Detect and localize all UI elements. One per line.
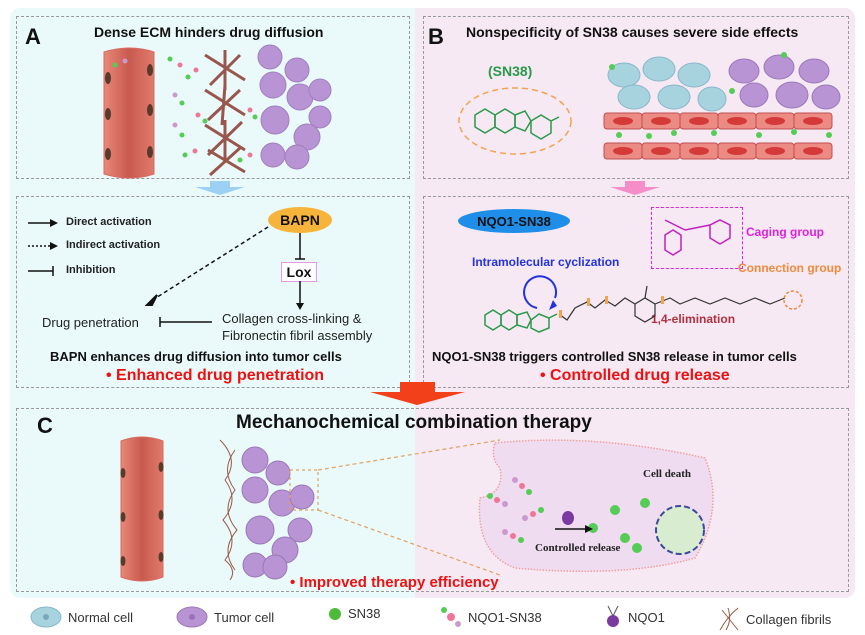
panel-b-result: • Controlled drug release (540, 367, 730, 384)
connection-group-label: Connection group (738, 261, 842, 275)
panel-a-label: A (25, 24, 41, 49)
nqo1-sn38-particles (112, 56, 258, 163)
legend-nqo1-sn38: NQO1-SN38 (440, 606, 542, 628)
down-arrow-blue (195, 181, 245, 195)
blood-vessel-illustration-c (120, 436, 164, 582)
caging-group-box (651, 207, 743, 269)
nqo1-sn38-badge-label: NQO1-SN38 (477, 213, 551, 229)
lox-activates-collagen-arrow (296, 281, 304, 310)
combination-arrow-red (370, 382, 465, 405)
legend-label: SN38 (348, 606, 381, 621)
panel-c-title: Mechanochemical combination therapy (236, 412, 592, 433)
collagen-inhibits-penetration-line (159, 317, 212, 327)
zoom-projection-lines (289, 439, 501, 576)
panel-b-top-frame (423, 16, 849, 179)
drug-penetration-node: Drug penetration (42, 315, 139, 330)
cyclization-label: Intramolecular cyclization (472, 255, 620, 269)
tumor-cells-cluster-c (241, 446, 315, 580)
panel-c-label: C (37, 413, 53, 438)
caging-group-label: Caging group (746, 225, 824, 239)
panel-a-title: Dense ECM hinders drug diffusion (94, 24, 324, 40)
lox-label: Lox (286, 264, 312, 280)
nqo1-sn38-badge: NQO1-SN38 (458, 209, 570, 233)
bapn-indirect-drug-penetration-arrow (144, 226, 269, 306)
panel-a-c-background (10, 8, 415, 598)
bapn-node: BAPN (268, 207, 332, 233)
nqo1-sn38-prodrug-structure (484, 275, 803, 333)
inhibition-line-icon (28, 266, 54, 276)
panel-a-top-frame (16, 16, 410, 179)
nqo1-icon (607, 605, 619, 627)
sn38-icon (329, 607, 341, 620)
panel-b-title: Nonspecificity of SN38 causes severe sid… (466, 24, 799, 40)
legend-collagen-fibrils: Collagen fibrils (718, 606, 831, 632)
loosened-collagen-fibrils (219, 439, 238, 581)
blood-vessel-illustration (103, 47, 155, 179)
nqo1-sn38-icon (441, 607, 461, 627)
dense-ecm-collagen-illustration (204, 50, 246, 177)
controlled-release-label: Controlled release (535, 542, 621, 554)
panel-b-label: B (428, 24, 444, 49)
fibronectin-assembly-node: Fibronectin fibril assembly (222, 328, 373, 343)
panel-a-mechanism-frame (16, 196, 410, 388)
legend-label: Collagen fibrils (746, 611, 832, 627)
panel-a-result: • Enhanced drug penetration (106, 367, 325, 384)
caging-group-structure (664, 219, 731, 256)
tumor-cells-cluster (257, 44, 332, 170)
collagen-fibrils-icon (719, 607, 739, 631)
legend-normal-cell: Normal cell (30, 606, 133, 628)
legend-tumor-cell: Tumor cell (176, 606, 274, 628)
bapn-label: BAPN (280, 212, 320, 228)
panel-b-mechanism-frame (423, 196, 849, 388)
legend-indirect-activation: Indirect activation (66, 239, 161, 251)
lox-node: Lox (281, 262, 317, 282)
elimination-label: 1,4-elimination (651, 312, 736, 326)
down-arrow-pink (610, 181, 660, 195)
legend-label: NQO1-SN38 (468, 609, 542, 625)
panel-b-summary: NQO1-SN38 triggers controlled SN38 relea… (432, 349, 797, 364)
legend-sn38: SN38 (328, 606, 381, 621)
tumor-cell-icon (176, 606, 208, 628)
legend-label: Tumor cell (214, 609, 275, 625)
normal-and-tumor-tissue-illustration (603, 52, 841, 160)
legend-inhibition: Inhibition (66, 264, 116, 276)
panel-c-result: • Improved therapy efficiency (290, 574, 499, 591)
normal-cell-icon (30, 606, 62, 628)
sn38-label: (SN38) (488, 63, 533, 79)
bapn-inhibits-lox-line (295, 233, 305, 260)
tumor-cell-interior-illustration (478, 439, 714, 573)
cell-death-label: Cell death (643, 468, 691, 480)
panel-c-frame (16, 408, 849, 592)
legend-label: NQO1 (628, 609, 665, 625)
collagen-crosslinking-node: Collagen cross-linking & (222, 311, 362, 326)
indirect-activation-arrow-icon (28, 242, 58, 250)
legend-direct-activation: Direct activation (66, 216, 152, 228)
legend-label: Normal cell (68, 609, 134, 625)
sn38-molecule (458, 87, 572, 155)
direct-activation-arrow-icon (28, 219, 58, 227)
legend-nqo1: NQO1 (604, 605, 665, 628)
panel-a-summary: BAPN enhances drug diffusion into tumor … (50, 349, 342, 364)
